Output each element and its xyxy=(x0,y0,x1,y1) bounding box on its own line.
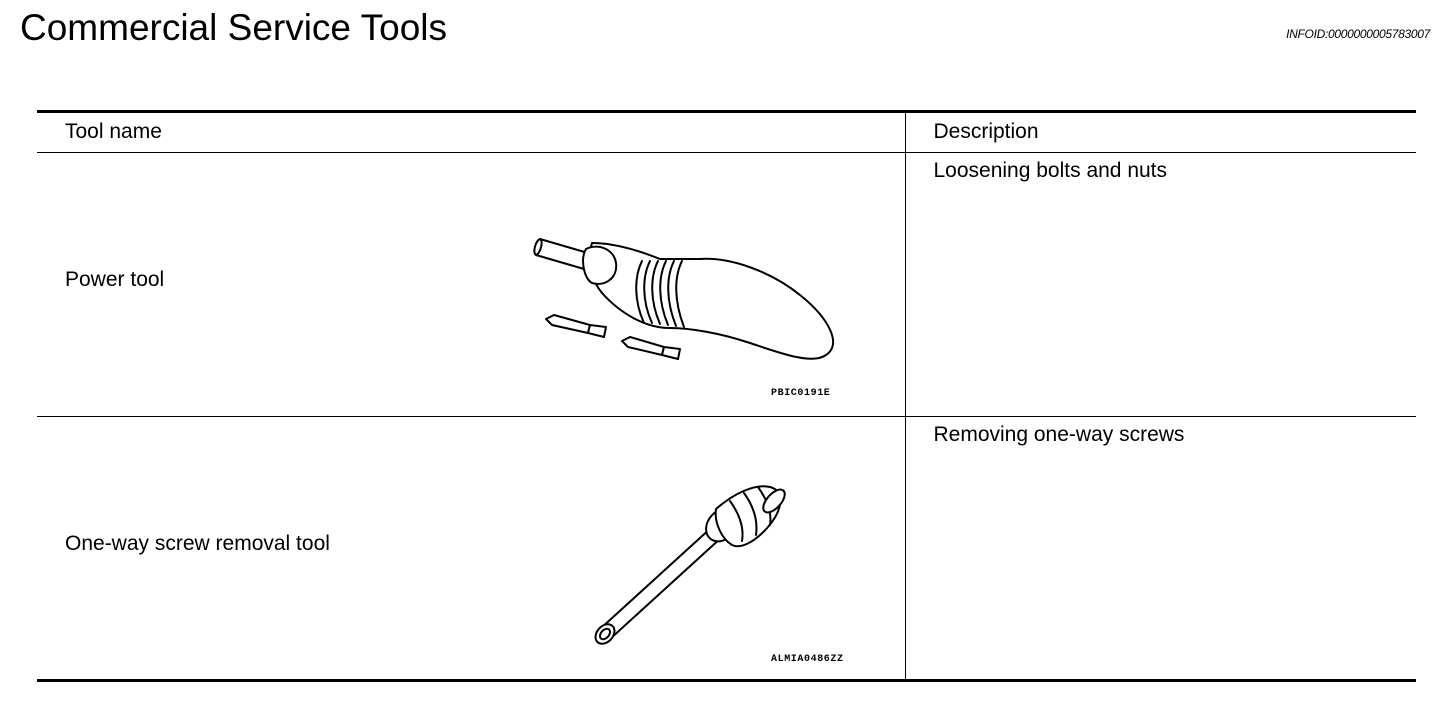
table-header-row: Tool name Description xyxy=(37,110,1416,153)
table-row: One-way screw removal tool xyxy=(37,416,1416,682)
tools-table: Tool name Description Power tool xyxy=(37,110,1416,682)
table-row: Power tool xyxy=(37,152,1416,417)
tool-name: One-way screw removal tool xyxy=(65,532,330,555)
illustration-code: ALMIA0486ZZ xyxy=(771,654,844,665)
tool-description: Loosening bolts and nuts xyxy=(904,152,1416,417)
tool-description: Removing one-way screws xyxy=(904,416,1416,682)
tool-name: Power tool xyxy=(65,268,165,291)
page-title: Commercial Service Tools xyxy=(20,7,447,48)
illustration-code: PBIC0191E xyxy=(771,388,831,399)
column-header-description: Description xyxy=(904,110,1416,153)
info-id: INFOID:0000000005783007 xyxy=(1286,27,1430,41)
power-tool-icon xyxy=(533,238,835,360)
column-header-tool-name: Tool name xyxy=(37,110,905,153)
screwdriver-icon xyxy=(594,485,786,645)
tool-name-cell: One-way screw removal tool xyxy=(37,416,905,682)
tool-name-cell: Power tool xyxy=(37,152,905,417)
